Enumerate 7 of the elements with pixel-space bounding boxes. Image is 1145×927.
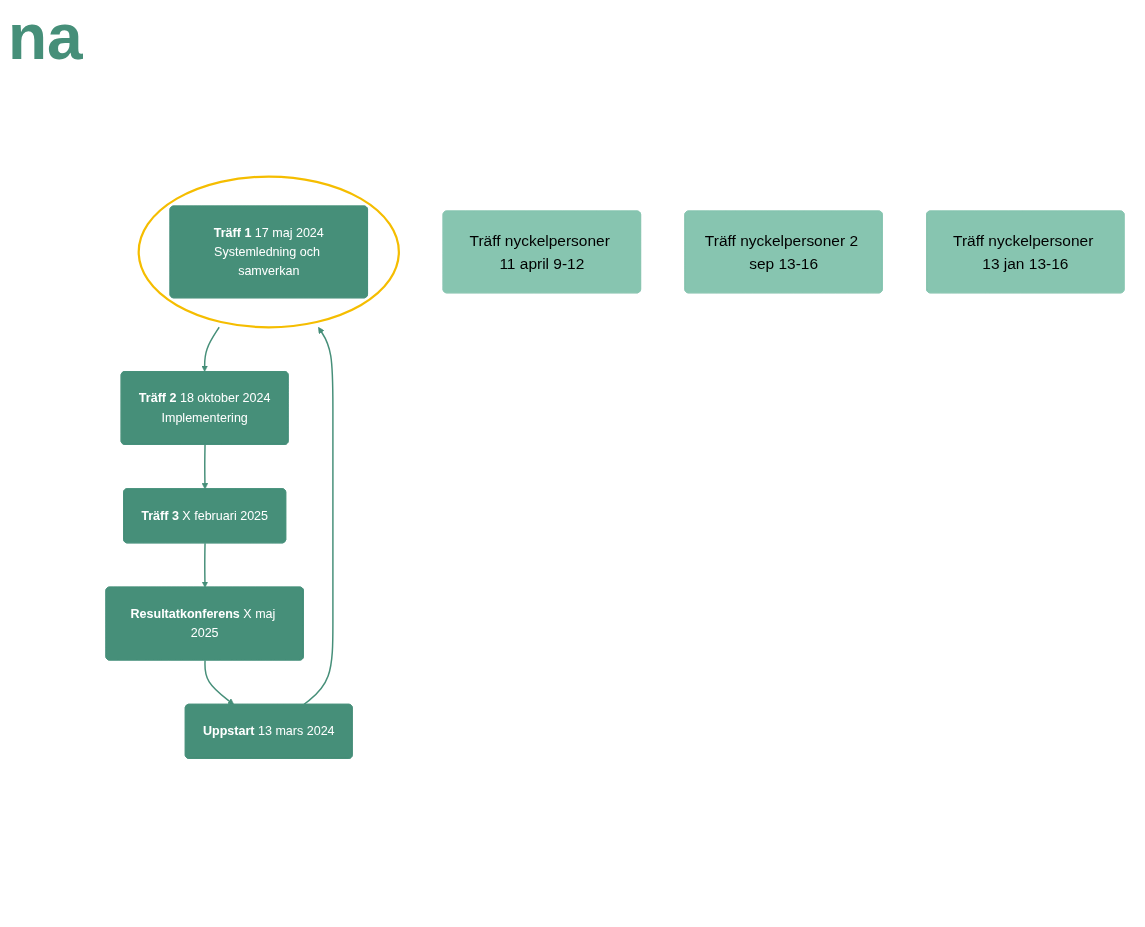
arrow bbox=[201, 326, 220, 372]
title: na bbox=[8, 0, 83, 74]
arrow bbox=[201, 542, 209, 588]
arrow bbox=[201, 444, 209, 490]
arrow bbox=[204, 659, 235, 705]
highlight-ellipse bbox=[137, 175, 400, 329]
arrow bbox=[303, 327, 334, 705]
